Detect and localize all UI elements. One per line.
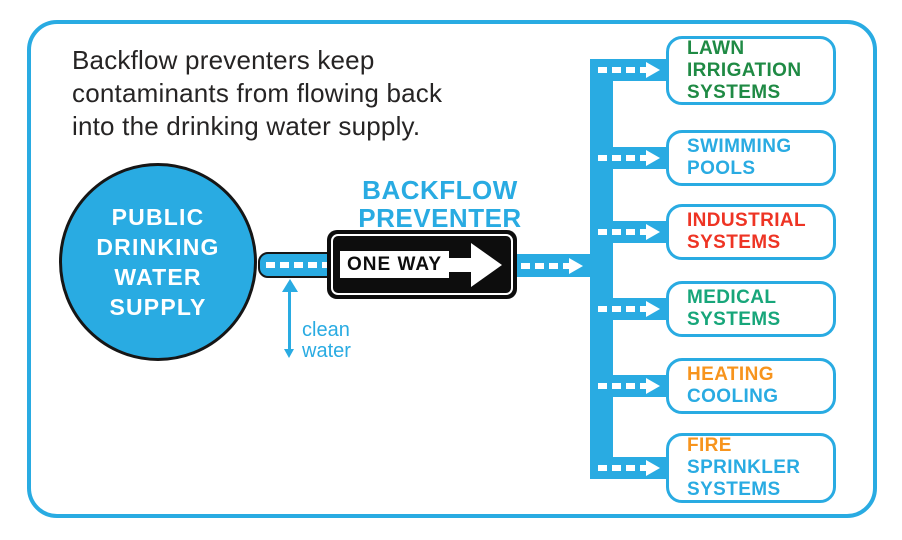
- branch-pipe-6: [590, 457, 670, 479]
- one-way-arrow-icon: [440, 243, 502, 287]
- destination-label-line: FIRE: [687, 435, 732, 456]
- one-way-sign: ONE WAY: [327, 230, 517, 299]
- supply-label-line: PUBLIC: [111, 204, 205, 230]
- flow-arrow: [598, 62, 660, 78]
- destination-box-medical-systems: MEDICAL SYSTEMS: [666, 281, 836, 337]
- destination-label-line: POOLS: [687, 158, 756, 179]
- destination-label-line: SYSTEMS: [687, 232, 781, 253]
- distribution-main-pipe: [590, 59, 613, 479]
- supply-label-line: DRINKING: [96, 234, 220, 260]
- clean-water-label: clean water: [302, 320, 351, 362]
- destination-box-heating-cooling: HEATING COOLING: [666, 358, 836, 414]
- destination-label-line: SYSTEMS: [687, 479, 781, 500]
- flow-arrow: [598, 150, 660, 166]
- public-water-supply-node: PUBLIC DRINKING WATER SUPPLY: [59, 163, 257, 361]
- flow-dashes: [266, 262, 330, 268]
- branch-pipe-1: [590, 59, 670, 81]
- destination-label-line: HEATING: [687, 364, 774, 385]
- flow-arrow: [598, 224, 660, 240]
- branch-pipe-2: [590, 147, 670, 169]
- destination-label-line: MEDICAL: [687, 287, 777, 308]
- intro-text: Backflow preventers keep contaminants fr…: [72, 44, 442, 143]
- one-way-text-box: ONE WAY: [340, 251, 449, 278]
- clean-water-label-line: clean: [302, 319, 350, 341]
- destination-label-line: INDUSTRIAL: [687, 210, 807, 231]
- clean-water-arrow-line: [288, 290, 291, 349]
- clean-water-label-line: water: [302, 340, 351, 362]
- backflow-preventer-label: BACKFLOW PREVENTER: [330, 176, 550, 232]
- one-way-label: ONE WAY: [347, 253, 442, 275]
- clean-water-arrow-down: [284, 349, 294, 358]
- branch-pipe-4: [590, 298, 670, 320]
- intro-line: Backflow preventers keep: [72, 45, 375, 75]
- flow-arrow: [598, 378, 660, 394]
- destination-label-line: COOLING: [687, 386, 779, 407]
- preventer-label-line: BACKFLOW: [362, 175, 518, 205]
- destination-box-fire-sprinkler-systems: FIRE SPRINKLER SYSTEMS: [666, 433, 836, 503]
- flow-arrow: [598, 460, 660, 476]
- destination-label-line: SPRINKLER: [687, 457, 801, 478]
- destination-label-line: SYSTEMS: [687, 81, 781, 103]
- intro-line: contaminants from flowing back: [72, 78, 443, 108]
- destination-label-line: IRRIGATION: [687, 59, 802, 81]
- clean-water-arrow-up: [282, 279, 298, 292]
- destination-box-lawn-irrigation-systems: LAWN IRRIGATION SYSTEMS: [666, 36, 836, 105]
- supply-label-line: WATER: [114, 264, 202, 290]
- destination-label-line: LAWN: [687, 37, 745, 59]
- destination-box-industrial-systems: INDUSTRIAL SYSTEMS: [666, 204, 836, 260]
- destination-label-line: SWIMMING: [687, 136, 792, 157]
- outlet-pipe: [515, 254, 613, 277]
- branch-pipe-3: [590, 221, 670, 243]
- destination-label-line: SYSTEMS: [687, 309, 781, 330]
- branch-pipe-5: [590, 375, 670, 397]
- flow-arrow: [598, 301, 660, 317]
- preventer-label-line: PREVENTER: [358, 203, 522, 233]
- supply-label-line: SUPPLY: [109, 294, 207, 320]
- destination-box-swimming-pools: SWIMMING POOLS: [666, 130, 836, 186]
- intro-line: into the drinking water supply.: [72, 111, 421, 141]
- flow-arrow: [521, 257, 583, 274]
